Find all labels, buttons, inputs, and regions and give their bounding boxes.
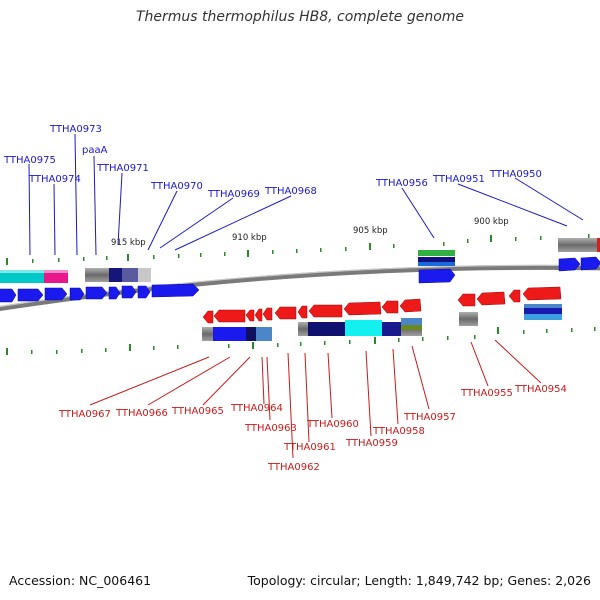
scale-label-905: 905 kbp bbox=[353, 226, 388, 236]
gene-arrow-reverse[interactable] bbox=[254, 308, 263, 322]
gene-label-reverse[interactable]: TTHA0967 bbox=[58, 409, 111, 420]
gene-label-forward[interactable]: TTHA0950 bbox=[489, 169, 542, 180]
scale-label-900: 900 kbp bbox=[474, 217, 509, 227]
gene-label-reverse[interactable]: TTHA0963 bbox=[244, 423, 297, 434]
scale-ticks-inner bbox=[6, 327, 596, 355]
gene-arrow-forward[interactable] bbox=[137, 285, 151, 299]
gene-label-reverse[interactable]: TTHA0957 bbox=[403, 412, 456, 423]
scale-label-910: 910 kbp bbox=[232, 233, 267, 243]
gene-arrow-forward[interactable] bbox=[558, 257, 581, 272]
gene-arrow-reverse[interactable] bbox=[399, 298, 422, 313]
gene-arrow-reverse[interactable] bbox=[274, 306, 297, 320]
gene-arrow-reverse[interactable] bbox=[213, 309, 246, 323]
gene-label-reverse[interactable]: TTHA0958 bbox=[372, 426, 425, 437]
gene-label-reverse[interactable]: TTHA0955 bbox=[460, 388, 513, 399]
gene-label-forward[interactable]: TTHA0971 bbox=[96, 163, 149, 174]
gene-label-forward[interactable]: TTHA0968 bbox=[264, 186, 317, 197]
gene-label-forward[interactable]: TTHA0973 bbox=[49, 124, 102, 135]
gene-arrow-reverse[interactable] bbox=[457, 293, 476, 307]
gene-label-forward[interactable]: TTHA0951 bbox=[432, 174, 485, 185]
reverse-gene-track bbox=[202, 286, 562, 324]
gene-arrow-forward[interactable] bbox=[0, 288, 17, 303]
gene-arrow-forward[interactable] bbox=[580, 256, 600, 271]
gene-arrow-reverse[interactable] bbox=[297, 305, 308, 319]
map-title: Thermus thermophilus HB8, complete genom… bbox=[135, 9, 465, 25]
genome-summary-text: Topology: circular; Length: 1,849,742 bp… bbox=[247, 573, 591, 588]
gene-label-forward[interactable]: TTHA0974 bbox=[28, 174, 81, 185]
gene-arrow-forward[interactable] bbox=[44, 287, 68, 301]
scale-ticks-outer bbox=[6, 234, 590, 265]
gene-arrow-forward[interactable] bbox=[85, 286, 108, 300]
gene-arrow-reverse[interactable] bbox=[245, 309, 255, 322]
gene-label-reverse[interactable]: TTHA0961 bbox=[283, 442, 336, 453]
gene-arrow-reverse[interactable] bbox=[202, 310, 214, 324]
gene-label-forward[interactable]: TTHA0969 bbox=[207, 189, 260, 200]
gene-arrow-reverse[interactable] bbox=[262, 307, 273, 321]
gene-label-reverse[interactable]: TTHA0954 bbox=[514, 384, 567, 395]
gene-label-forward[interactable]: TTHA0975 bbox=[3, 155, 56, 166]
gene-label-forward[interactable]: TTHA0970 bbox=[150, 181, 203, 192]
gene-label-reverse[interactable]: TTHA0960 bbox=[306, 419, 359, 430]
gene-label-reverse[interactable]: TTHA0965 bbox=[171, 406, 224, 417]
reverse-feature-bars bbox=[202, 304, 562, 341]
gene-label-reverse[interactable]: TTHA0966 bbox=[115, 408, 168, 419]
gene-label-reverse[interactable]: TTHA0962 bbox=[267, 462, 320, 473]
scale-label-915: 915 kbp bbox=[111, 238, 146, 248]
gene-arrow-reverse[interactable] bbox=[508, 289, 521, 303]
gene-arrow-forward[interactable] bbox=[121, 285, 137, 299]
forward-gene-track bbox=[0, 256, 600, 303]
gene-label-forward[interactable]: paaA bbox=[82, 145, 108, 156]
gene-label-reverse[interactable]: TTHA0964 bbox=[230, 403, 283, 414]
gene-arrow-forward[interactable] bbox=[418, 268, 456, 284]
gene-arrow-forward[interactable] bbox=[69, 287, 85, 301]
gene-arrow-reverse[interactable] bbox=[381, 300, 399, 314]
gene-arrow-reverse[interactable] bbox=[308, 304, 343, 318]
forward-leader-lines bbox=[28, 133, 584, 256]
gene-arrow-forward[interactable] bbox=[108, 286, 121, 300]
accession-text: Accession: NC_006461 bbox=[9, 573, 152, 588]
gene-arrow-forward[interactable] bbox=[151, 283, 200, 298]
gene-arrow-forward[interactable] bbox=[17, 288, 44, 302]
gene-arrow-reverse[interactable] bbox=[476, 291, 506, 306]
gene-arrow-reverse[interactable] bbox=[343, 301, 382, 316]
reverse-leader-lines bbox=[89, 339, 542, 459]
gene-label-reverse[interactable]: TTHA0959 bbox=[345, 438, 398, 449]
gene-arrow-reverse[interactable] bbox=[522, 286, 562, 301]
forward-feature-bars bbox=[0, 238, 600, 283]
gene-label-forward[interactable]: TTHA0956 bbox=[375, 178, 428, 189]
